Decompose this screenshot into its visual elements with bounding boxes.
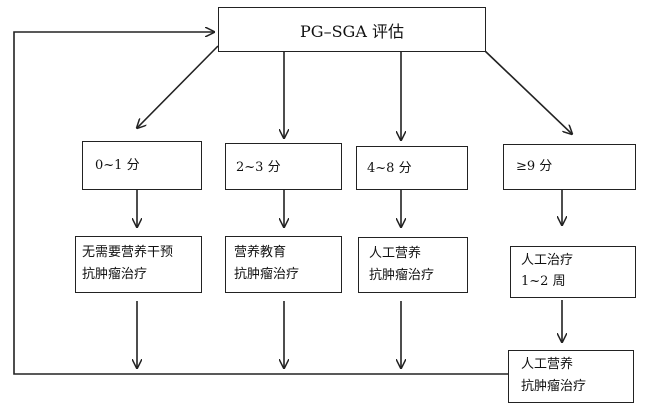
action-box-4-8: 人工营养 抗肿瘤治疗 [358,237,468,293]
action-box-0-1: 无需要营养干预 抗肿瘤治疗 [75,236,202,293]
action-box-9: 人工治疗 1~2 周 [510,246,636,298]
score-box-2-3: 2~3 分 [225,143,342,190]
action-line-2: 抗肿瘤治疗 [82,267,148,282]
score-box-4-8: 4~8 分 [356,146,468,190]
final-line-1: 人工营养 [521,357,574,372]
arrow-title-to-score-0-1 [137,45,219,128]
score-label: 0~1 分 [95,158,140,173]
title-text: PG–SGA 评估 [300,22,404,41]
action-line-1: 营养教育 [234,245,287,260]
action-line-1: 人工营养 [369,246,422,261]
score-label: 4~8 分 [367,161,412,176]
action-line-2: 1~2 周 [521,274,566,289]
title-box: PG–SGA 评估 [218,7,486,52]
score-box-0-1: 0~1 分 [82,141,202,190]
action-line-2: 抗肿瘤治疗 [369,268,435,283]
action-box-2-3: 营养教育 抗肿瘤治疗 [225,236,342,293]
action-line-2: 抗肿瘤治疗 [234,267,300,282]
score-label: 2~3 分 [236,160,281,175]
final-line-2: 抗肿瘤治疗 [521,379,587,394]
arrow-title-to-score-9 [483,49,572,134]
final-action-box: 人工营养 抗肿瘤治疗 [508,350,634,403]
action-line-1: 人工治疗 [521,253,574,268]
feedback-loop-arrow [13,32,508,375]
score-box-9: ≥9 分 [503,144,636,190]
score-label: ≥9 分 [516,159,553,174]
action-line-1: 无需要营养干预 [82,245,174,260]
